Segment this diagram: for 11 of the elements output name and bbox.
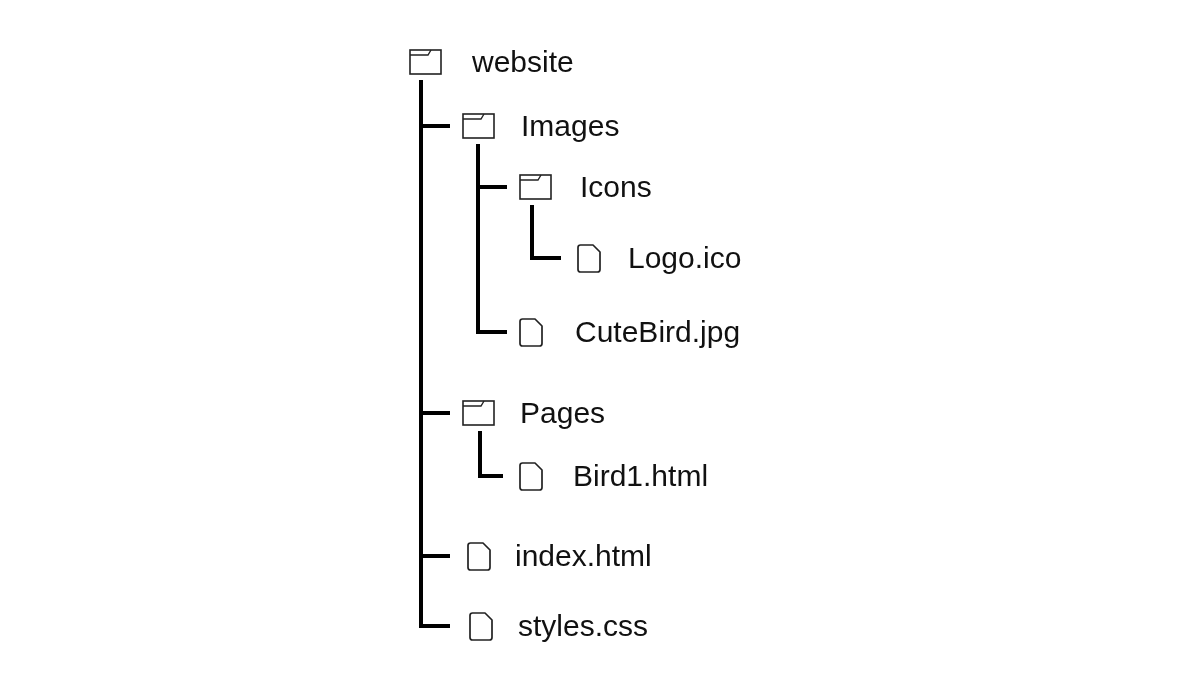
file-name: Bird1.html	[573, 459, 709, 493]
file-name: index.html	[515, 539, 652, 573]
file-name: Logo.ico	[628, 241, 742, 275]
file-name: CuteBird.jpg	[575, 315, 741, 349]
tree-connector	[530, 205, 561, 260]
file-name: styles.css	[518, 609, 649, 643]
tree-connector	[478, 431, 503, 478]
folder-name: website	[472, 45, 574, 79]
folder-name: Pages	[520, 396, 606, 430]
folder-name: Images	[521, 109, 620, 143]
folder-name: Icons	[580, 170, 652, 204]
